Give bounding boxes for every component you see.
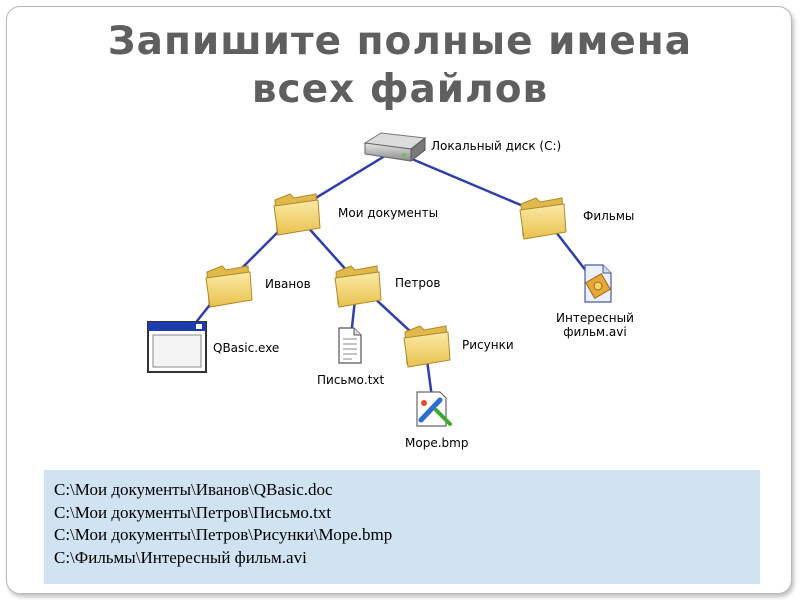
folder-icon-films	[519, 197, 567, 240]
node-label-pictures: Рисунки	[462, 338, 514, 352]
slide-title: Запишите полные имена всех файлов	[0, 18, 800, 114]
title-line-2: всех файлов	[251, 67, 549, 112]
connector-root-films	[392, 149, 543, 216]
node-label-petrov: Петров	[395, 276, 441, 290]
node-label-ivanov: Иванов	[265, 277, 311, 291]
answer-path-1: С:\Мои документы\Иванов\QBasic.doc	[54, 480, 333, 499]
folder-icon-pictures	[403, 325, 451, 368]
folder-icon-petrov	[334, 265, 382, 308]
node-label-movie-line-1: Интересный	[556, 311, 634, 325]
answer-path-4: С:\Фильмы\Интересный фильм.avi	[54, 547, 307, 567]
node-label-sea: Море.bmp	[405, 436, 469, 450]
node-label-movie-line-2: фильм.avi	[563, 325, 627, 339]
folder-icon-ivanov	[205, 265, 253, 308]
answer-path-3: С:\Мои документы\Петров\Рисунки\Море.bmp	[54, 525, 393, 544]
node-label-letter: Письмо.txt	[317, 373, 385, 387]
paint-image-icon	[416, 391, 452, 427]
window-app-icon	[147, 321, 207, 373]
answers-box: С:\Мои документы\Иванов\QBasic.doc С:\Мо…	[44, 470, 760, 584]
answer-path-2: С:\Мои документы\Петров\Письмо.txt	[54, 502, 332, 522]
text-file-icon	[338, 327, 362, 364]
hard-disk-icon	[363, 132, 427, 163]
title-line-1: Запишите полные имена	[107, 19, 693, 64]
node-label-films: Фильмы	[583, 209, 635, 223]
folder-icon-my-documents	[273, 193, 321, 236]
node-label-movie: Интересный фильм.avi	[556, 311, 634, 339]
video-file-icon	[584, 264, 612, 303]
node-label-my-documents: Мои документы	[338, 206, 439, 220]
node-label-qbasic: QBasic.exe	[213, 341, 280, 355]
node-label-root: Локальный диск (C:)	[431, 139, 562, 153]
